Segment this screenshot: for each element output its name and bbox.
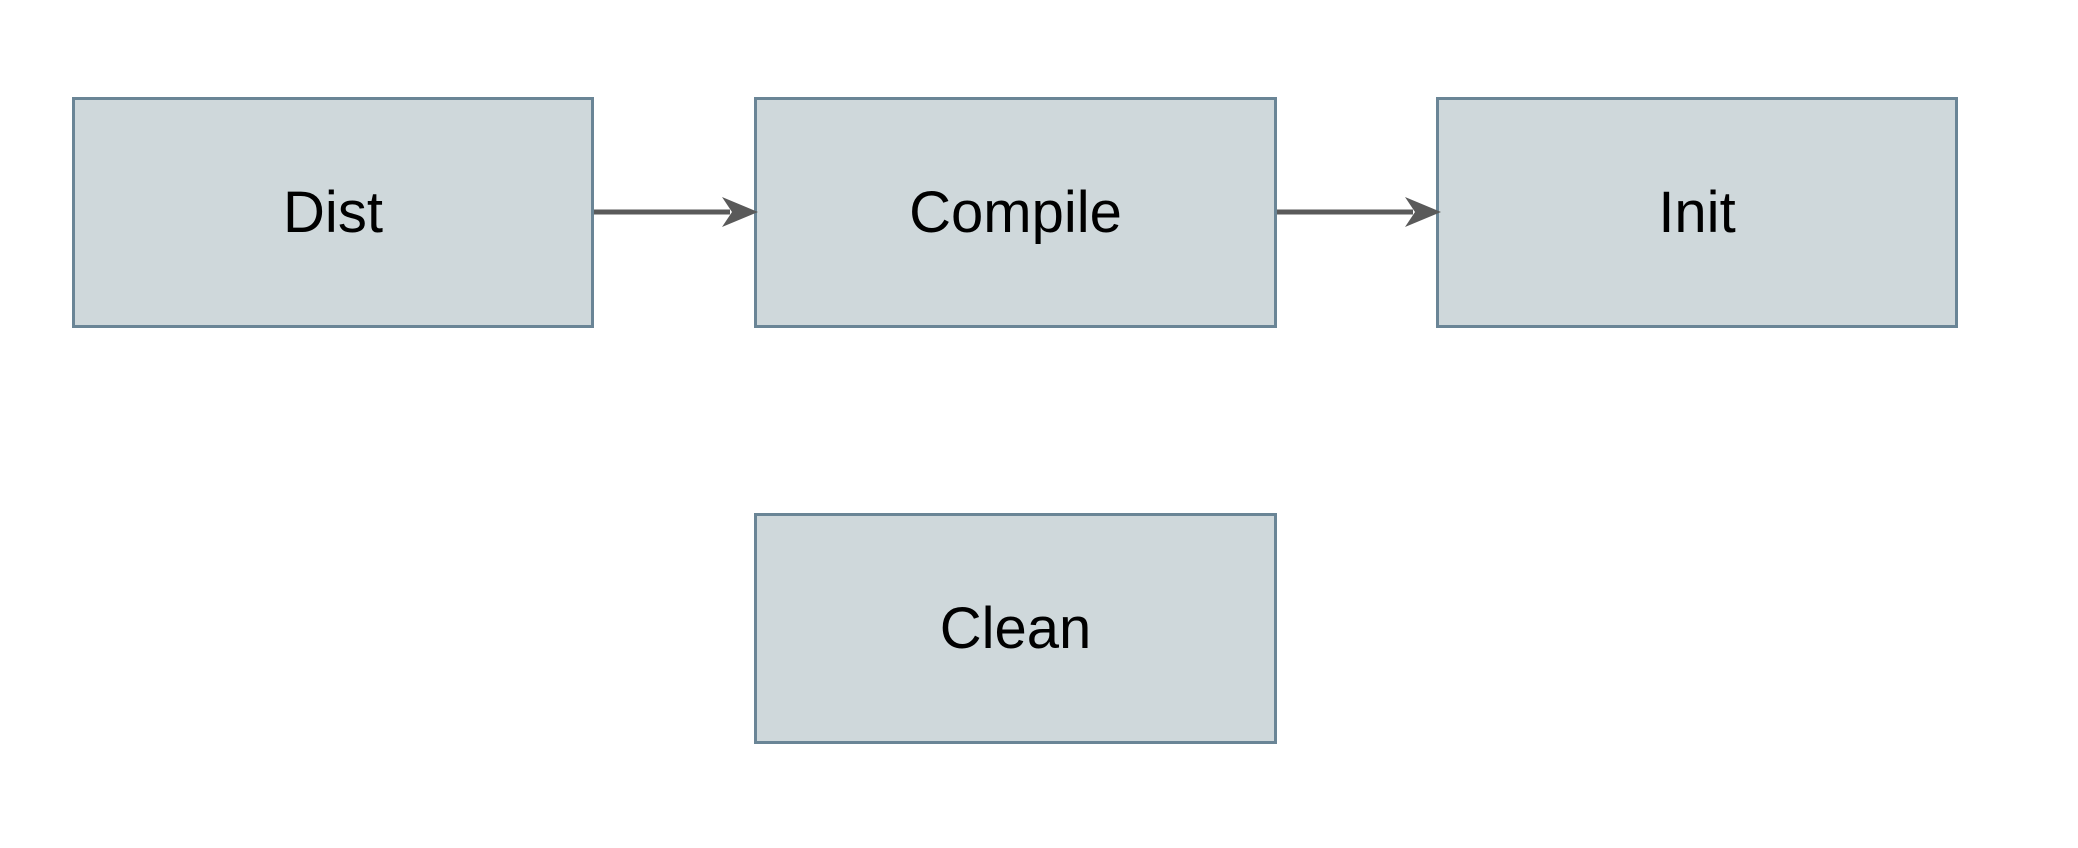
node-compile-label: Compile	[909, 179, 1122, 245]
node-init-label: Init	[1658, 179, 1736, 245]
node-clean-label: Clean	[939, 595, 1092, 661]
node-compile[interactable]: Compile	[754, 97, 1277, 328]
node-init[interactable]: Init	[1436, 97, 1958, 328]
edge-compile-to-init[interactable]	[1273, 190, 1445, 236]
node-clean[interactable]: Clean	[754, 513, 1277, 744]
edge-dist-to-compile[interactable]	[590, 190, 762, 236]
node-dist-label: Dist	[283, 179, 383, 245]
arrowhead-icon	[1405, 197, 1441, 227]
node-dist[interactable]: Dist	[72, 97, 594, 328]
arrowhead-icon	[722, 197, 758, 227]
